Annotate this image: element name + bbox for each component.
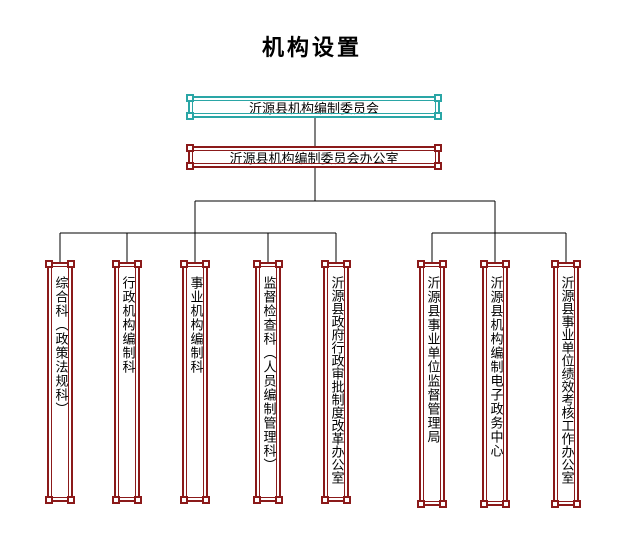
frame-corner-ornament <box>434 112 442 120</box>
frame-corner-ornament <box>439 500 447 508</box>
frame-corner-ornament <box>186 144 194 152</box>
frame-corner-ornament <box>343 260 351 268</box>
unit-box-supervision-bureau: 沂源县事业单位监督管理局 <box>417 260 447 508</box>
frame-corner-ornament <box>551 500 559 508</box>
committee-office-label: 沂源县机构编制委员会办公室 <box>229 151 399 167</box>
unit-label: 沂源县事业单位监督管理局 <box>424 276 440 444</box>
frame-corner-ornament <box>186 94 194 102</box>
frame-corner-ornament <box>202 260 210 268</box>
frame-corner-ornament <box>180 496 188 504</box>
frame-corner-ornament <box>253 496 261 504</box>
unit-label: 沂源县政府行政审批制度改革办公室 <box>328 276 344 484</box>
unit-label: 综合科（政策法规科） <box>52 276 68 416</box>
frame-corner-ornament <box>275 496 283 504</box>
frame-corner-ornament <box>417 260 425 268</box>
frame-corner-ornament <box>180 260 188 268</box>
frame-corner-ornament <box>275 260 283 268</box>
unit-label: 沂源县事业单位绩效考核工作办公室 <box>558 276 574 484</box>
frame-corner-ornament <box>434 144 442 152</box>
frame-corner-ornament <box>134 496 142 504</box>
frame-corner-ornament <box>321 260 329 268</box>
unit-box-e-government-center: 沂源县机构编制电子政务中心 <box>480 260 510 508</box>
frame-corner-ornament <box>112 496 120 504</box>
frame-corner-ornament <box>480 500 488 508</box>
frame-corner-ornament <box>186 162 194 170</box>
committee-office-box: 沂源县机构编制委员会办公室 <box>186 144 442 170</box>
chart-title: 机构设置 <box>261 36 362 61</box>
frame-corner-ornament <box>321 496 329 504</box>
unit-box-general: 综合科（政策法规科） <box>45 260 75 504</box>
frame-corner-ornament <box>343 496 351 504</box>
unit-box-supervision: 监督检查科（人员编制管理科） <box>253 260 283 504</box>
frame-corner-ornament <box>186 112 194 120</box>
frame-corner-ornament <box>67 260 75 268</box>
frame-corner-ornament <box>253 260 261 268</box>
committee-box: 沂源县机构编制委员会 <box>186 94 442 120</box>
frame-corner-ornament <box>573 260 581 268</box>
unit-box-admin-staffing: 行政机构编制科 <box>112 260 142 504</box>
frame-corner-ornament <box>67 496 75 504</box>
frame-corner-ornament <box>45 496 53 504</box>
committee-label: 沂源县机构编制委员会 <box>248 101 379 117</box>
frame-corner-ornament <box>573 500 581 508</box>
frame-corner-ornament <box>434 162 442 170</box>
frame-corner-ornament <box>551 260 559 268</box>
unit-box-performance-office: 沂源县事业单位绩效考核工作办公室 <box>551 260 581 508</box>
unit-box-public-institution-staffing: 事业机构编制科 <box>180 260 210 504</box>
frame-corner-ornament <box>417 500 425 508</box>
frame-corner-ornament <box>502 500 510 508</box>
frame-corner-ornament <box>439 260 447 268</box>
unit-box-approval-reform-office: 沂源县政府行政审批制度改革办公室 <box>321 260 351 504</box>
frame-corner-ornament <box>112 260 120 268</box>
frame-corner-ornament <box>134 260 142 268</box>
unit-label: 监督检查科（人员编制管理科） <box>260 276 276 472</box>
frame-corner-ornament <box>480 260 488 268</box>
frame-corner-ornament <box>434 94 442 102</box>
frame-corner-ornament <box>202 496 210 504</box>
unit-label: 行政机构编制科 <box>119 276 135 374</box>
frame-corner-ornament <box>502 260 510 268</box>
frame-corner-ornament <box>45 260 53 268</box>
unit-label: 事业机构编制科 <box>187 276 203 374</box>
unit-label: 沂源县机构编制电子政务中心 <box>487 276 503 458</box>
